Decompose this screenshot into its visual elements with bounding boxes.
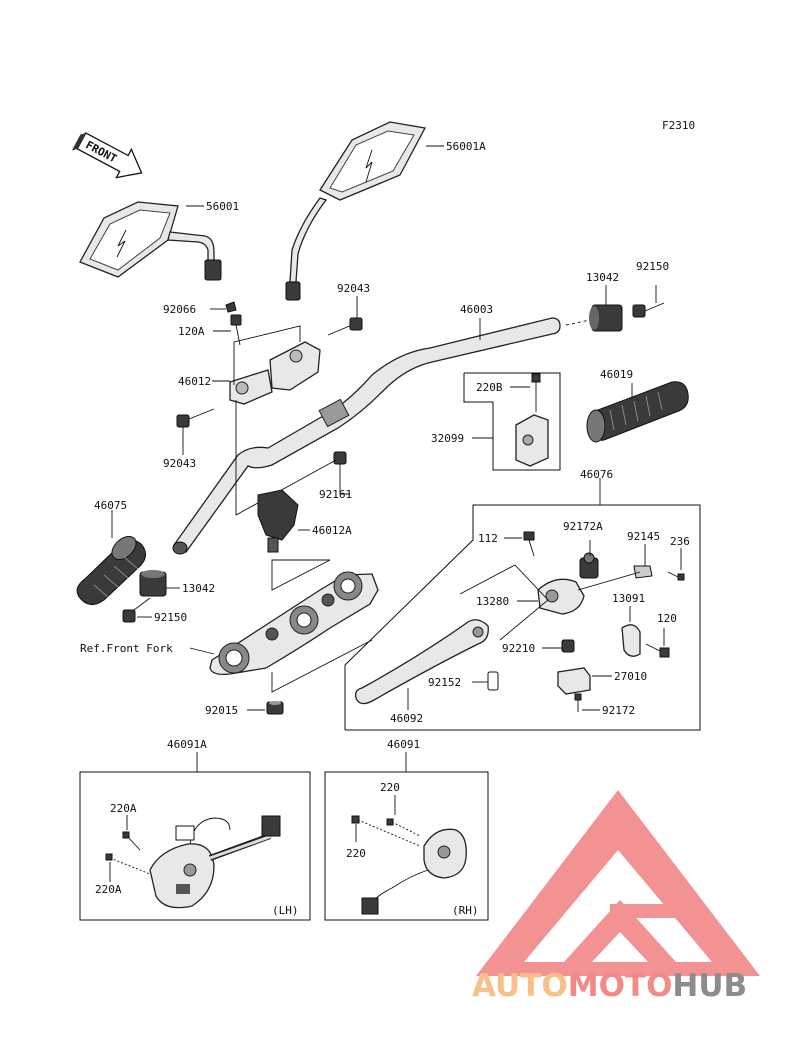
callout-92015: 92015 [205,704,238,717]
automotohub-logo [476,790,760,976]
screw-112 [523,531,535,557]
callout-92161: 92161 [319,488,352,501]
watermark-hub: HUB [672,968,747,1004]
bolt-92043-upper [327,317,363,336]
callout-92172: 92172 [602,704,635,717]
right-mirror [285,121,426,301]
screw-92066 [225,301,237,313]
callout-92152: 92152 [428,676,461,689]
lh-switch-housing [149,815,281,909]
watermark-moto: MOTO [568,968,673,1004]
callout-46091: 46091 [387,738,420,751]
callout-220A-upper: 220A [110,802,137,815]
callout-32099: 32099 [431,432,464,445]
callout-46012: 46012 [178,375,211,388]
callout-46003: 46003 [460,303,493,316]
callout-92210: 92210 [502,642,535,655]
callout-92172A: 92172A [563,520,603,533]
callout-120A: 120A [178,325,205,338]
watermark-auto: AUTO [472,968,568,1004]
callout-92150-upper: 92150 [636,260,669,273]
lever-holder-13280 [537,571,641,615]
handlebar-46003 [172,317,561,555]
figure-code: F2310 [662,119,695,132]
callout-27010: 27010 [614,670,647,683]
brake-lever-46092 [354,619,489,705]
bracket-32099 [515,373,549,467]
watermark-text: AUTOMOTOHUB [472,968,747,1004]
callout-92066: 92066 [163,303,196,316]
callout-13042-upper: 13042 [586,271,619,284]
side-label-lh: (LH) [272,904,299,917]
upper-triple-clamp [209,571,379,676]
left-grip-46075 [76,535,146,605]
nut-92161 [333,451,347,465]
callout-112: 112 [478,532,498,545]
callout-46019: 46019 [600,368,633,381]
box-32099 [463,372,561,471]
side-label-rh: (RH) [452,904,479,917]
bar-end-weight-13042-upper [589,304,623,332]
bolt-120A [230,314,242,346]
callout-46092: 46092 [390,712,423,725]
left-mirror [79,201,222,281]
callout-56001: 56001 [206,200,239,213]
bolt-92150-upper [632,302,665,318]
nut-92210 [561,639,575,653]
callout-56001A: 56001A [446,140,486,153]
callout-13280: 13280 [476,595,509,608]
callout-220A-lower: 220A [95,883,122,896]
callout-46076: 46076 [580,468,613,481]
callout-92150-lower: 92150 [154,611,187,624]
handlebar-holder-upper-46012 [229,341,321,405]
box-46091A [79,771,311,921]
box-46076 [344,504,701,731]
callout-220-upper: 220 [380,781,400,794]
bolt-92043-lower [176,408,215,428]
pin-92152 [487,671,499,691]
screw-236 [667,571,685,581]
clamp-13091 [621,624,641,657]
callout-13042-lower: 13042 [182,582,215,595]
nut-92015 [266,701,284,715]
callout-13091: 13091 [612,592,645,605]
bar-end-weight-13042-lower [139,570,167,597]
callout-46075: 46075 [94,499,127,512]
throttle-grip-46019 [586,381,689,443]
switch-92172A [579,552,599,579]
ref-front-fork: Ref.Front Fork [80,642,173,655]
callout-220-lower: 220 [346,847,366,860]
callout-92145: 92145 [627,530,660,543]
pin-92145 [633,565,653,579]
front-arrow-icon: FRONT [71,132,143,179]
screw-220-lower [351,815,421,847]
screw-92172 [574,693,582,712]
screw-220A-upper [122,831,141,851]
callout-46012A: 46012A [312,524,352,537]
bolt-92150-lower [122,597,151,623]
callout-92043-upper: 92043 [337,282,370,295]
callout-236: 236 [670,535,690,548]
bolt-120 [645,643,670,658]
screw-220A-lower [105,853,151,875]
box-46091 [324,771,489,921]
callout-46091A: 46091A [167,738,207,751]
rh-switch-housing [361,828,467,915]
switch-27010 [557,667,591,695]
handlebar-holder-lower-46012A [257,489,299,553]
callout-92043-lower: 92043 [163,457,196,470]
screw-220-upper [386,818,421,837]
callout-220B: 220B [476,381,503,394]
callout-120: 120 [657,612,677,625]
